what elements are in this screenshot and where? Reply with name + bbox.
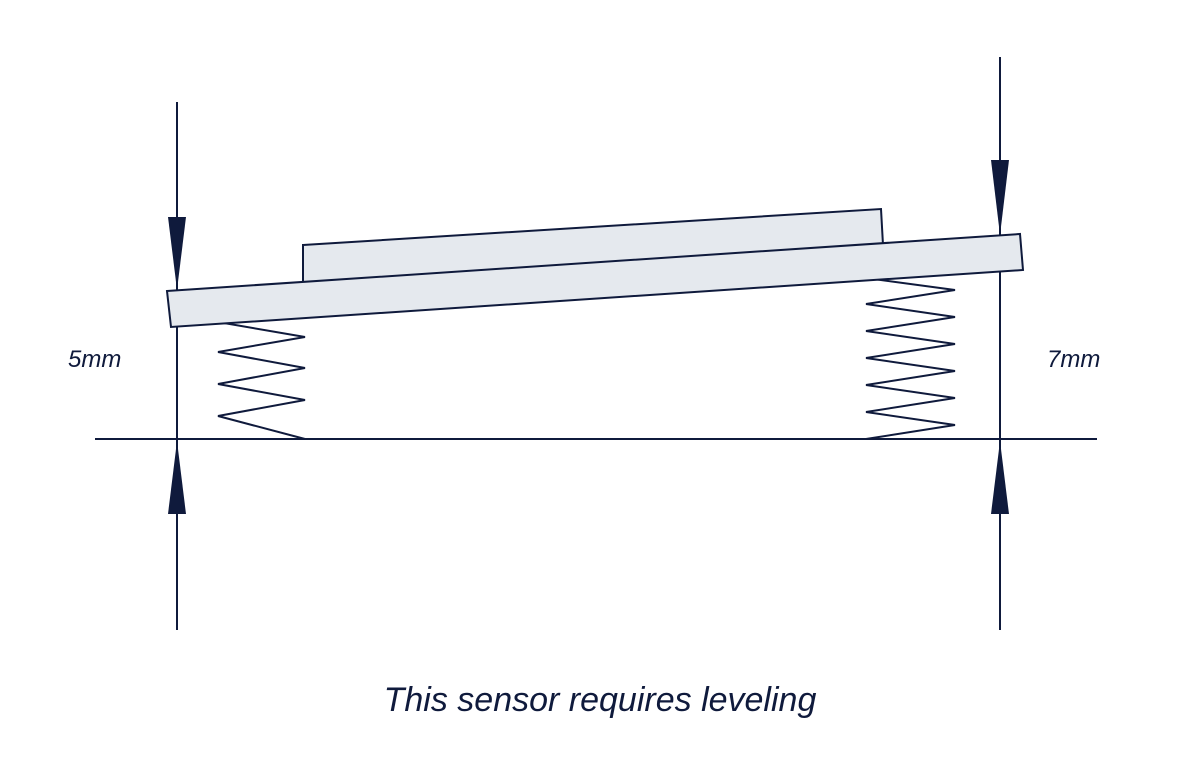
right-down-arrow-icon: [991, 160, 1009, 235]
diagram-caption: This sensor requires leveling: [383, 681, 817, 719]
left-up-arrow-icon: [168, 441, 186, 514]
left-spring: [217, 321, 306, 440]
right-spring: [865, 277, 956, 440]
right-measurement-label: 7mm: [1047, 346, 1101, 373]
tilted-plate: [165, 232, 1025, 329]
left-down-arrow-icon: [168, 217, 186, 290]
left-measurement-label: 5mm: [68, 346, 122, 373]
right-up-arrow-icon: [991, 441, 1009, 514]
